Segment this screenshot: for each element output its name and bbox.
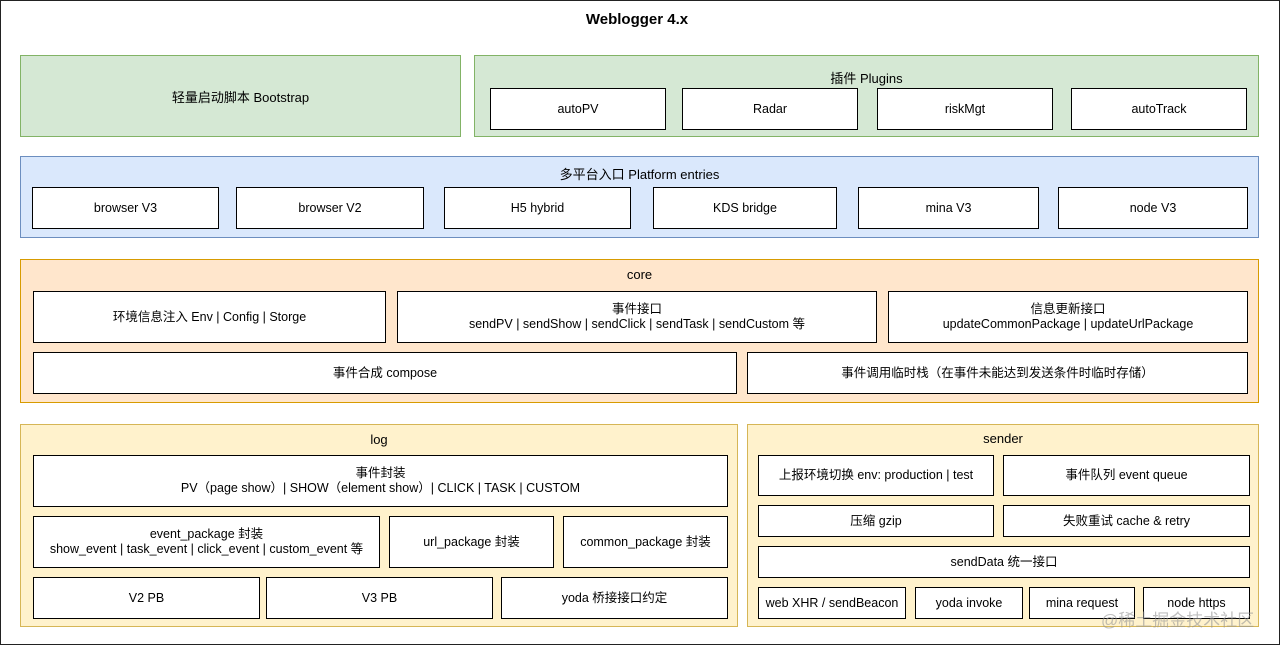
platform-browser-v2: browser V2 — [236, 187, 424, 229]
log-wrap-box: 事件封装 PV（page show）| SHOW（element show）| … — [33, 455, 728, 507]
core-event-api-title: 事件接口 — [611, 302, 662, 316]
bootstrap-panel: 轻量启动脚本 Bootstrap — [20, 55, 461, 137]
core-update-api-title: 信息更新接口 — [1030, 302, 1106, 316]
core-compose-label: 事件合成 compose — [332, 365, 438, 380]
core-title: core — [626, 267, 653, 282]
platform-title: 多平台入口 Platform entries — [559, 167, 720, 182]
log-title: log — [370, 432, 388, 447]
sender-retry-box: 失败重试 cache & retry — [1003, 505, 1250, 537]
watermark: @稀土掘金技术社区 — [1101, 606, 1254, 631]
log-event-package-box: event_package 封装 show_event | task_event… — [33, 516, 380, 568]
sender-retry-label: 失败重试 cache & retry — [1062, 513, 1191, 528]
core-env-box: 环境信息注入 Env | Config | Storge — [33, 291, 386, 343]
sender-transport-yoda-label: yoda invoke — [935, 595, 1003, 610]
plugins-title: 插件 Plugins — [830, 71, 903, 86]
sender-transport-node: node https — [1143, 587, 1250, 619]
log-v3pb-box: V3 PB — [266, 577, 493, 619]
platform-h5-hybrid: H5 hybrid — [444, 187, 631, 229]
log-event-package-types: show_event | task_event | click_event | … — [49, 542, 364, 556]
platform-mina-v3: mina V3 — [858, 187, 1039, 229]
log-url-package-box: url_package 封装 — [389, 516, 554, 568]
sender-env-switch-label: 上报环境切换 env: production | test — [778, 468, 974, 482]
sender-gzip-label: 压缩 gzip — [850, 513, 902, 528]
watermark-text: @稀土掘金技术社区 — [1101, 611, 1255, 630]
core-update-api-box: 信息更新接口 updateCommonPackage | updateUrlPa… — [888, 291, 1248, 343]
log-yoda-label: yoda 桥接接口约定 — [561, 590, 668, 605]
log-wrap-types: PV（page show）| SHOW（element show）| CLICK… — [180, 481, 581, 495]
sender-transport-mina: mina request — [1029, 587, 1135, 619]
platform-panel: 多平台入口 Platform entries browser V3 browse… — [20, 156, 1259, 238]
log-event-package-title: event_package 封装 — [149, 527, 264, 541]
core-event-api-methods: sendPV | sendShow | sendClick | sendTask… — [468, 317, 806, 331]
plugin-autopv: autoPV — [490, 88, 666, 130]
sender-env-switch-box: 上报环境切换 env: production | test — [758, 455, 994, 496]
sender-queue-box: 事件队列 event queue — [1003, 455, 1250, 496]
platform-browser-v3: browser V3 — [32, 187, 219, 229]
log-url-package-label: url_package 封装 — [423, 534, 520, 549]
core-stack-box: 事件调用临时栈（在事件未能达到发送条件时临时存储） — [747, 352, 1248, 394]
sender-send-data-box: sendData 统一接口 — [758, 546, 1250, 578]
core-panel: core 环境信息注入 Env | Config | Storge 事件接口 s… — [20, 259, 1259, 403]
core-stack-label: 事件调用临时栈（在事件未能达到发送条件时临时存储） — [841, 365, 1154, 380]
diagram-title: Weblogger 4.x — [585, 11, 689, 28]
sender-transport-mina-label: mina request — [1045, 595, 1119, 610]
log-yoda-box: yoda 桥接接口约定 — [501, 577, 728, 619]
log-wrap-title: 事件封装 — [355, 466, 406, 480]
plugin-riskmgt: riskMgt — [877, 88, 1053, 130]
log-panel: log 事件封装 PV（page show）| SHOW（element sho… — [20, 424, 738, 627]
sender-transport-xhr: web XHR / sendBeacon — [758, 587, 906, 619]
bootstrap-label: 轻量启动脚本 Bootstrap — [171, 89, 310, 105]
sender-queue-label: 事件队列 event queue — [1065, 468, 1188, 482]
plugin-autotrack: autoTrack — [1071, 88, 1247, 130]
sender-title: sender — [983, 431, 1023, 446]
core-event-api-box: 事件接口 sendPV | sendShow | sendClick | sen… — [397, 291, 877, 343]
log-v2pb-box: V2 PB — [33, 577, 260, 619]
sender-gzip-box: 压缩 gzip — [758, 505, 994, 537]
sender-transport-yoda: yoda invoke — [915, 587, 1023, 619]
log-common-package-label: common_package 封装 — [580, 534, 711, 549]
core-env-label: 环境信息注入 Env | Config | Storge — [112, 309, 307, 324]
log-v2pb-label: V2 PB — [128, 590, 165, 605]
log-common-package-box: common_package 封装 — [563, 516, 728, 568]
log-v3pb-label: V3 PB — [361, 590, 398, 605]
sender-transport-node-label: node https — [1167, 595, 1226, 610]
plugins-panel: 插件 Plugins autoPV Radar riskMgt autoTrac… — [474, 55, 1259, 137]
core-update-api-methods: updateCommonPackage | updateUrlPackage — [942, 317, 1194, 331]
platform-kds-bridge: KDS bridge — [653, 187, 837, 229]
plugin-radar: Radar — [682, 88, 858, 130]
core-compose-box: 事件合成 compose — [33, 352, 737, 394]
sender-send-data-label: sendData 统一接口 — [950, 554, 1058, 569]
sender-transport-xhr-label: web XHR / sendBeacon — [765, 595, 899, 610]
sender-panel: sender 上报环境切换 env: production | test 事件队… — [747, 424, 1259, 627]
platform-node-v3: node V3 — [1058, 187, 1248, 229]
